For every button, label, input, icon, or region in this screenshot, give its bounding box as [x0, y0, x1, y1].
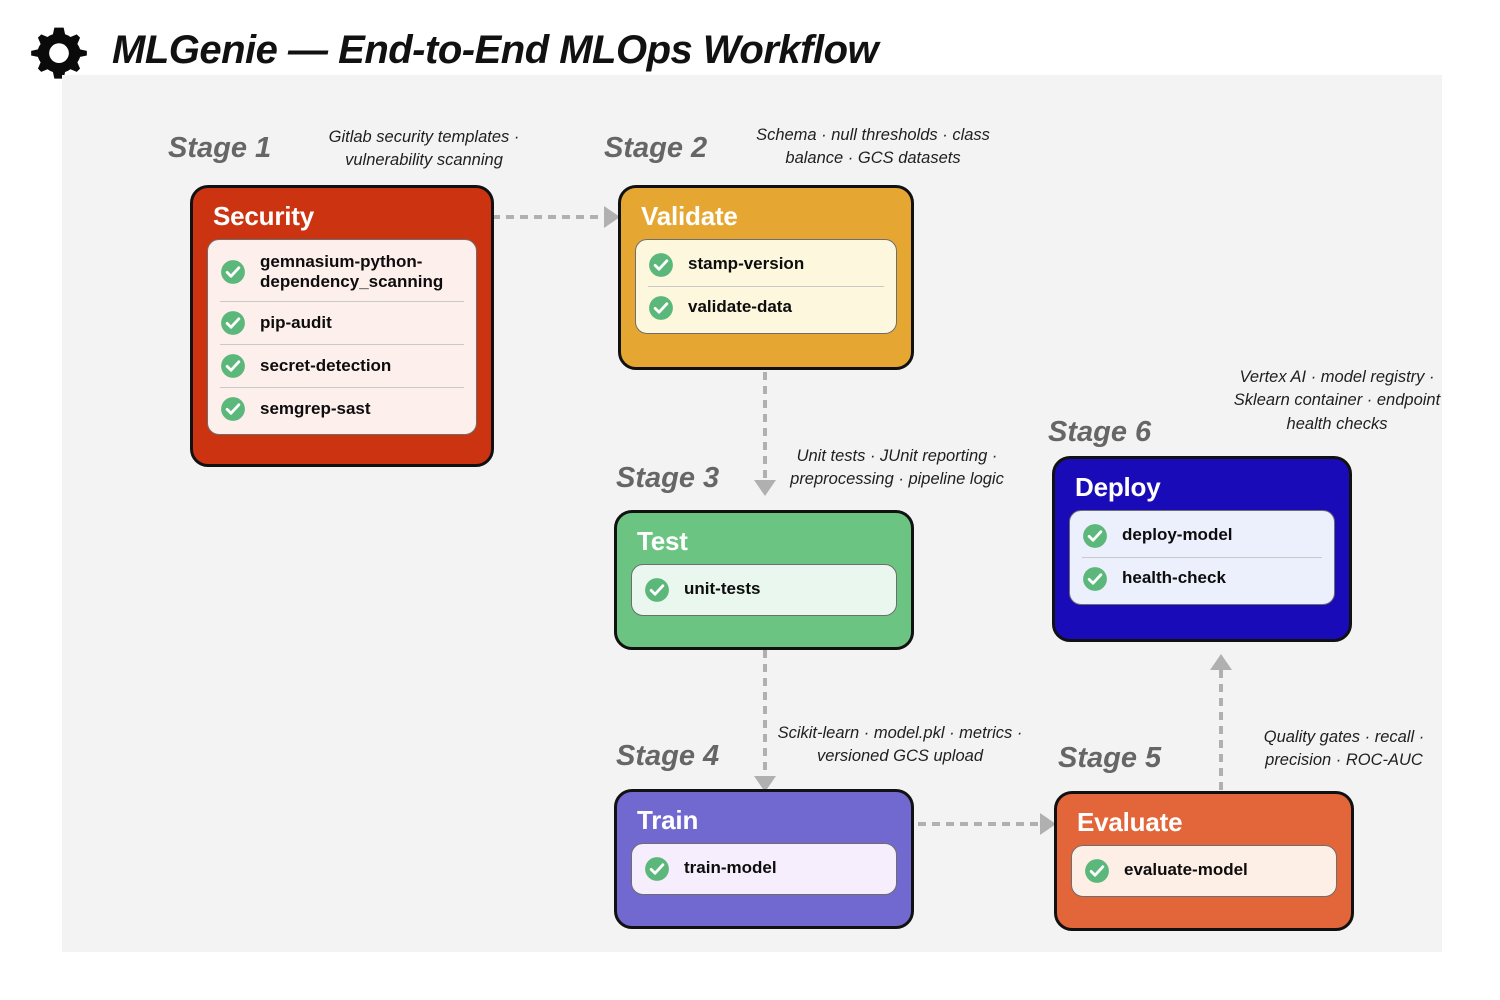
- job-list-evaluate: evaluate-model: [1071, 844, 1337, 897]
- connector-line: [918, 822, 1040, 826]
- stage-card-deploy[interactable]: Deploy deploy-model health-check: [1052, 456, 1352, 642]
- check-icon: [221, 311, 245, 335]
- arrowhead-down-icon: [754, 480, 776, 496]
- connector-test-to-train: [754, 650, 776, 796]
- stage-label-5: Stage 5: [1058, 742, 1162, 774]
- job-label: validate-data: [688, 297, 792, 317]
- job-list-deploy: deploy-model health-check: [1069, 509, 1335, 605]
- card-title-train: Train: [637, 805, 699, 835]
- annotation-stage-2: Schema · null thresholds · class balance…: [756, 126, 990, 168]
- job-label: stamp-version: [688, 254, 805, 274]
- job-row[interactable]: validate-data: [648, 287, 884, 329]
- connector-line: [1219, 670, 1223, 792]
- page-header: MLGenie — End-to-End MLOps Workflow: [0, 0, 1500, 80]
- connector-train-to-evaluate: [918, 813, 1058, 835]
- annotation-stage-4: Scikit-learn · model.pkl · metrics · ver…: [777, 724, 1023, 766]
- arrowhead-right-icon: [604, 206, 620, 228]
- card-title-security: Security: [213, 201, 315, 231]
- check-icon: [645, 577, 669, 602]
- job-label: secret-detection: [260, 355, 392, 375]
- check-icon: [1085, 858, 1109, 883]
- job-list-test: unit-tests: [631, 563, 897, 616]
- stage-label-4: Stage 4: [616, 740, 720, 772]
- arrowhead-down-icon: [754, 776, 776, 792]
- job-row[interactable]: stamp-version: [648, 244, 884, 287]
- connector-line: [492, 215, 604, 219]
- job-row[interactable]: semgrep-sast: [220, 388, 464, 430]
- card-title-deploy: Deploy: [1075, 472, 1161, 502]
- annotation-stage-5: Quality gates · recall · precision · ROC…: [1263, 728, 1425, 770]
- connector-line: [763, 372, 767, 480]
- connector-security-to-validate: [492, 206, 624, 228]
- job-list-validate: stamp-version validate-data: [635, 238, 897, 334]
- job-label: train-model: [684, 858, 777, 878]
- job-label: health-check: [1122, 568, 1226, 588]
- job-label: semgrep-sast: [260, 398, 371, 418]
- gear-icon: [31, 27, 87, 79]
- check-icon: [649, 252, 673, 277]
- job-list-security: gemnasium-python-dependency_scanning pip-…: [207, 238, 477, 435]
- job-label: unit-tests: [684, 579, 761, 599]
- job-row[interactable]: deploy-model: [1082, 515, 1322, 558]
- card-title-evaluate: Evaluate: [1077, 807, 1183, 837]
- connector-line: [763, 650, 767, 776]
- stage-card-train[interactable]: Train train-model: [614, 789, 914, 929]
- stage-label-2: Stage 2: [604, 132, 708, 164]
- annotation-stage-3: Unit tests · JUnit reporting · preproces…: [790, 447, 1004, 489]
- job-row[interactable]: gemnasium-python-dependency_scanning: [220, 244, 464, 302]
- job-row[interactable]: pip-audit: [220, 302, 464, 345]
- connector-validate-to-test: [754, 372, 776, 500]
- stage-card-evaluate[interactable]: Evaluate evaluate-model: [1054, 791, 1354, 931]
- job-row[interactable]: evaluate-model: [1084, 850, 1324, 892]
- job-row[interactable]: secret-detection: [220, 345, 464, 388]
- job-list-train: train-model: [631, 842, 897, 895]
- check-icon: [645, 856, 669, 881]
- check-icon: [1083, 566, 1107, 591]
- check-icon: [221, 354, 245, 378]
- job-row[interactable]: unit-tests: [644, 569, 884, 611]
- job-label: pip-audit: [260, 312, 332, 332]
- connector-evaluate-to-deploy: [1210, 652, 1232, 792]
- job-row[interactable]: train-model: [644, 848, 884, 890]
- stage-label-3: Stage 3: [616, 462, 720, 494]
- page-title: MLGenie — End-to-End MLOps Workflow: [112, 28, 879, 72]
- job-label: deploy-model: [1122, 525, 1233, 545]
- job-label: evaluate-model: [1124, 860, 1248, 880]
- stage-card-security[interactable]: Security gemnasium-python-dependency_sca…: [190, 185, 494, 467]
- stage-label-1: Stage 1: [168, 132, 272, 164]
- check-icon: [649, 295, 673, 320]
- arrowhead-up-icon: [1210, 654, 1232, 670]
- stage-card-test[interactable]: Test unit-tests: [614, 510, 914, 650]
- job-row[interactable]: health-check: [1082, 558, 1322, 600]
- annotation-stage-6: Vertex AI · model registry · Sklearn con…: [1233, 368, 1441, 433]
- job-label: gemnasium-python-dependency_scanning: [260, 251, 444, 292]
- check-icon: [1083, 523, 1107, 548]
- annotation-stage-1: Gitlab security templates · vulnerabilit…: [328, 128, 520, 170]
- stage-card-validate[interactable]: Validate stamp-version validate-data: [618, 185, 914, 370]
- card-title-validate: Validate: [641, 201, 738, 231]
- check-icon: [221, 260, 245, 285]
- arrowhead-right-icon: [1040, 813, 1056, 835]
- card-title-test: Test: [637, 526, 688, 556]
- check-icon: [221, 397, 245, 421]
- stage-label-6: Stage 6: [1048, 416, 1152, 448]
